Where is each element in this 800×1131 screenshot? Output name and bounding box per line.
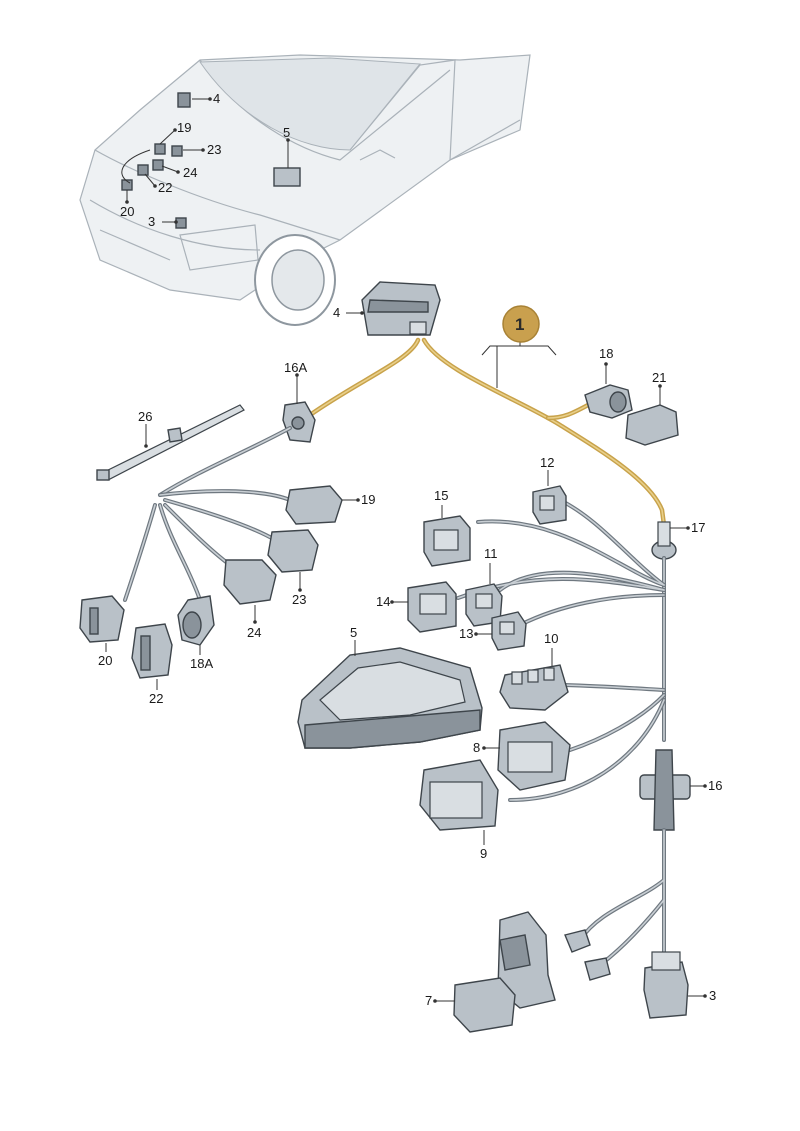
control-unit-4: [346, 281, 441, 336]
label-20: 20: [98, 653, 112, 668]
label-8: 8: [473, 740, 480, 755]
right-harness: [390, 470, 707, 1019]
car-label-4: 4: [213, 91, 220, 106]
label-7: 7: [425, 993, 432, 1008]
highlighted-harness: [307, 337, 667, 528]
car-label-20: 20: [120, 204, 134, 219]
label-14: 14: [376, 594, 390, 609]
label-19: 19: [361, 492, 375, 507]
relay-box-7: [433, 911, 556, 1033]
label-9: 9: [480, 846, 487, 861]
car-label-23: 23: [207, 142, 221, 157]
label-10: 10: [544, 631, 558, 646]
label-21: 21: [652, 370, 666, 385]
label-26: 26: [138, 409, 152, 424]
label-3: 3: [709, 988, 716, 1003]
label-13: 13: [459, 626, 473, 641]
car-label-24: 24: [183, 165, 197, 180]
label-16A: 16A: [284, 360, 307, 375]
label-4: 4: [333, 305, 340, 320]
label-22: 22: [149, 691, 163, 706]
label-17: 17: [691, 520, 705, 535]
label-18A: 18A: [190, 656, 213, 671]
label-16: 16: [708, 778, 722, 793]
control-unit-5: [297, 640, 483, 749]
car-label-5: 5: [283, 125, 290, 140]
vehicle-overview: [79, 54, 531, 326]
car-label-19: 19: [177, 120, 191, 135]
label-12: 12: [540, 455, 554, 470]
left-harness: [79, 373, 360, 690]
label-11: 11: [484, 546, 498, 561]
label-24: 24: [247, 625, 261, 640]
connectors-18-21: [584, 362, 679, 446]
label-5: 5: [350, 625, 357, 640]
label-23: 23: [292, 592, 306, 607]
car-label-22: 22: [158, 180, 172, 195]
car-label-3: 3: [148, 214, 155, 229]
label-18: 18: [599, 346, 613, 361]
label-15: 15: [434, 488, 448, 503]
callout-1: [481, 305, 557, 388]
callout-number: 1: [515, 315, 524, 334]
